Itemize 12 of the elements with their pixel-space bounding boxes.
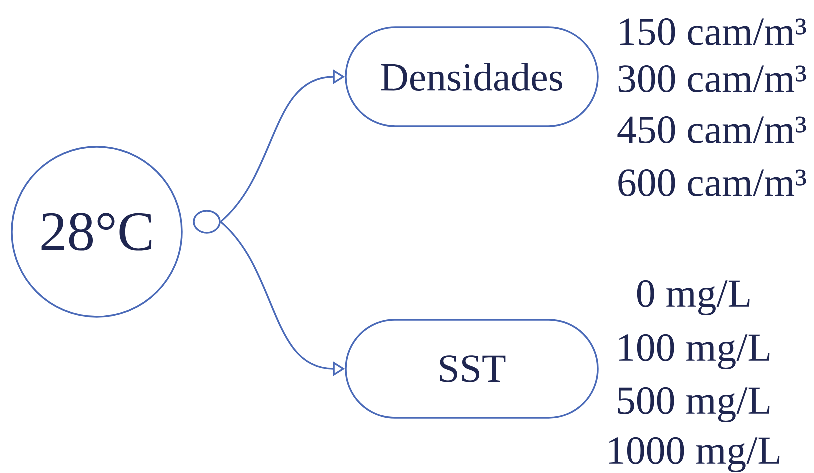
value-label: 100 mg/L	[619, 334, 770, 370]
value-label: 150 cam/m³	[620, 18, 806, 46]
value-label: 600 cam/m³	[618, 170, 806, 196]
value-label: 450 cam/m³	[618, 116, 806, 144]
value-label: 0 mg/L	[637, 280, 750, 316]
value-label: 300 cam/m³	[618, 66, 806, 92]
circle-node: 28°C	[11, 146, 183, 318]
rounded-box: Densidades	[345, 26, 599, 128]
rounded-box: SST	[345, 319, 599, 419]
value-label: 1000 mg/L	[610, 437, 780, 473]
value-label: 500 mg/L	[618, 387, 770, 423]
junction-oval	[193, 210, 221, 234]
